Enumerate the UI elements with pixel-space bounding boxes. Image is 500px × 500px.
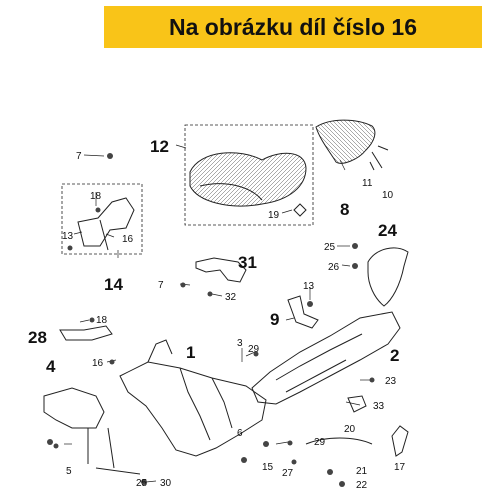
label-10: 10 bbox=[382, 190, 394, 201]
label-8: 8 bbox=[340, 200, 349, 219]
label-18b: 18 bbox=[96, 315, 108, 326]
label-16a: 16 bbox=[122, 234, 134, 245]
frame-part-1 bbox=[119, 361, 267, 457]
cable-part-20 bbox=[305, 437, 373, 445]
label-32: 32 bbox=[225, 292, 237, 303]
label-26: 26 bbox=[328, 262, 340, 273]
label-6: 6 bbox=[237, 428, 243, 439]
label-19: 19 bbox=[268, 210, 280, 221]
label-11: 11 bbox=[362, 178, 373, 189]
label-24: 24 bbox=[378, 221, 397, 240]
banner-text: Na obrázku díl číslo 16 bbox=[169, 13, 417, 40]
label-31: 31 bbox=[238, 253, 257, 272]
label-20: 20 bbox=[344, 424, 356, 435]
label-21: 21 bbox=[356, 466, 368, 477]
label-23: 23 bbox=[385, 376, 397, 387]
label-28: 28 bbox=[28, 328, 47, 347]
part-33 bbox=[347, 395, 367, 413]
label-33: 33 bbox=[373, 401, 385, 412]
bracket-part-14 bbox=[77, 197, 135, 247]
part-17 bbox=[391, 425, 409, 457]
label-13a: 13 bbox=[62, 231, 74, 242]
label-4: 4 bbox=[46, 357, 56, 376]
bracket-part-28 bbox=[59, 325, 113, 341]
bracket-part-31 bbox=[195, 257, 247, 283]
label-22: 22 bbox=[356, 480, 368, 491]
label-18a: 18 bbox=[90, 191, 102, 202]
label-16b: 16 bbox=[92, 358, 104, 369]
stand-part-4 bbox=[43, 387, 105, 429]
label-13b: 13 bbox=[303, 281, 315, 292]
label-7a: 7 bbox=[76, 151, 82, 162]
seat-part-12 bbox=[189, 152, 307, 207]
label-3: 3 bbox=[237, 338, 243, 349]
label-7b: 7 bbox=[158, 280, 164, 291]
label-30: 30 bbox=[160, 478, 172, 489]
label-9: 9 bbox=[270, 310, 279, 329]
label-27: 27 bbox=[282, 468, 294, 479]
rear-cowl-part-8 bbox=[315, 119, 376, 164]
label-15: 15 bbox=[262, 462, 274, 473]
label-25a: 25 bbox=[324, 242, 336, 253]
label-1: 1 bbox=[186, 343, 195, 362]
bracket-part-9 bbox=[287, 295, 319, 329]
bracket-part-24 bbox=[367, 247, 409, 307]
seat-callout-box bbox=[184, 124, 314, 226]
bracket-callout-box bbox=[61, 183, 143, 255]
label-29b: 29 bbox=[314, 437, 326, 448]
label-17: 17 bbox=[394, 462, 406, 473]
label-14: 14 bbox=[104, 275, 123, 294]
label-5: 5 bbox=[66, 466, 72, 477]
subframe-part-2 bbox=[251, 311, 401, 405]
label-25b: 25 bbox=[136, 478, 148, 489]
label-2: 2 bbox=[390, 346, 399, 365]
label-12: 12 bbox=[150, 137, 169, 156]
label-29a: 29 bbox=[248, 344, 260, 355]
part-number-banner: Na obrázku díl číslo 16 bbox=[104, 6, 482, 48]
